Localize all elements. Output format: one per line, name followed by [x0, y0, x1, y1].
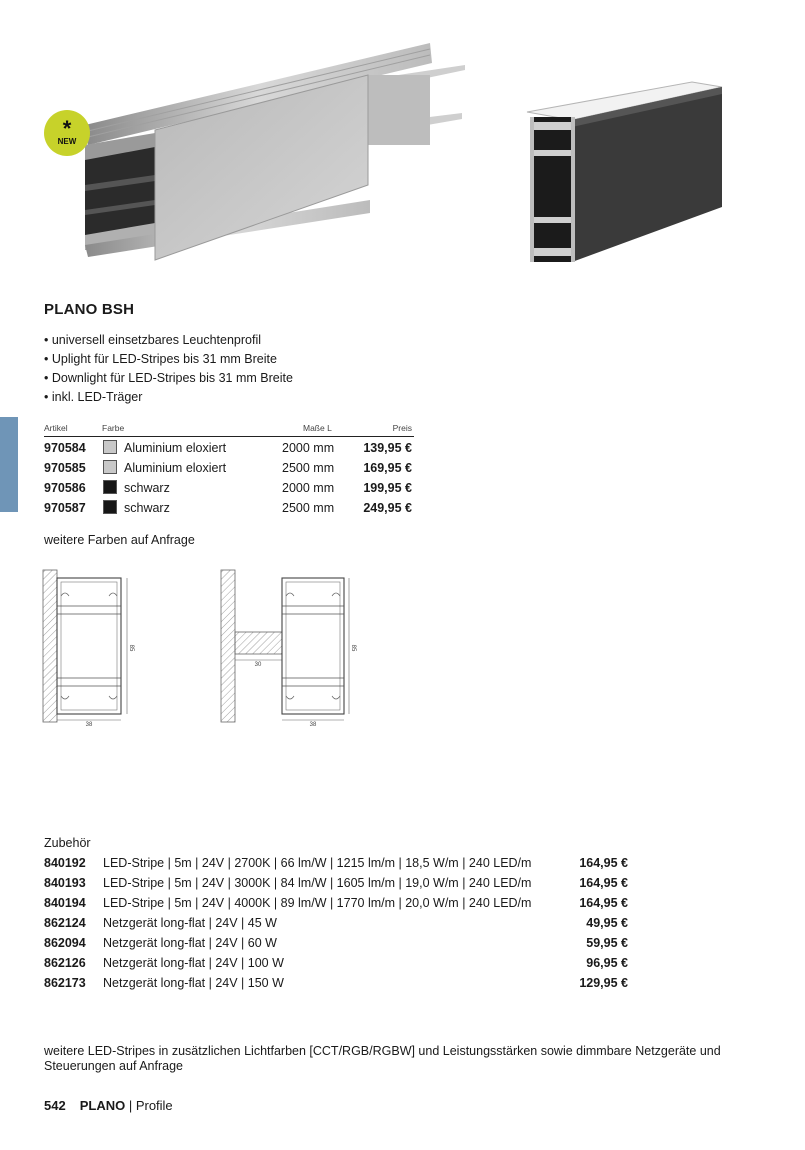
table-row: 970585 Aluminium eloxiert 2500 mm 169,95… — [44, 457, 414, 477]
length: 2500 mm — [282, 501, 335, 515]
price: 164,95 € — [579, 876, 628, 890]
footer-brand: PLANO — [79, 1098, 126, 1113]
article-number: 840194 — [44, 896, 86, 910]
article-number: 970585 — [44, 461, 86, 475]
footer-section: Profile — [135, 1098, 173, 1113]
color-swatch — [103, 500, 117, 514]
price: 169,95 € — [363, 461, 412, 475]
accessory-description: Netzgerät long-flat | 24V | 150 W — [103, 976, 284, 990]
dimension-width-label: 38 — [310, 722, 317, 728]
length: 2000 mm — [282, 441, 335, 455]
table-row: 970587 schwarz 2500 mm 249,95 € — [44, 497, 414, 517]
product-table: Artikel Farbe Maße L Preis 970584 Alumin… — [44, 421, 414, 517]
product-image-aluminium — [85, 43, 465, 261]
table-row: 862094 Netzgerät long-flat | 24V | 60 W … — [44, 933, 630, 953]
article-number: 862126 — [44, 956, 86, 970]
dimension-spacer-label: 30 — [255, 662, 262, 668]
footer-separator: | — [125, 1098, 136, 1113]
article-number: 970584 — [44, 441, 86, 455]
table-row: 840194 LED-Stripe | 5m | 24V | 4000K | 8… — [44, 893, 630, 913]
accessory-description: LED-Stripe | 5m | 24V | 2700K | 66 lm/W … — [103, 856, 532, 870]
header-masse: Maße L — [303, 423, 332, 433]
new-badge: * NEW — [44, 110, 90, 156]
feature-item: universell einsetzbares Leuchtenprofil — [44, 331, 293, 350]
header-preis: Preis — [392, 423, 412, 433]
article-number: 862173 — [44, 976, 86, 990]
product-image-black — [526, 81, 723, 262]
dimension-height-label: 85 — [350, 645, 356, 652]
dimension-height-label: 85 — [128, 645, 134, 652]
header-artikel: Artikel — [44, 423, 68, 433]
table-row: 970586 schwarz 2000 mm 199,95 € — [44, 477, 414, 497]
article-number: 840192 — [44, 856, 86, 870]
price: 249,95 € — [363, 501, 412, 515]
new-badge-label: NEW — [57, 136, 77, 146]
article-number: 970587 — [44, 501, 86, 515]
page-number: 542 — [44, 1098, 66, 1113]
color-name: schwarz — [124, 481, 170, 495]
accessory-description: LED-Stripe | 5m | 24V | 4000K | 89 lm/W … — [103, 896, 532, 910]
table-row: 840193 LED-Stripe | 5m | 24V | 3000K | 8… — [44, 873, 630, 893]
accessory-description: LED-Stripe | 5m | 24V | 3000K | 84 lm/W … — [103, 876, 532, 890]
page-footer: 542 PLANO | Profile — [44, 1098, 173, 1113]
table-row: 840192 LED-Stripe | 5m | 24V | 2700K | 6… — [44, 853, 630, 873]
price: 59,95 € — [586, 936, 628, 950]
footnote: weitere LED-Stripes in zusätzlichen Lich… — [44, 1044, 721, 1073]
color-name: Aluminium eloxiert — [124, 441, 227, 455]
table-row: 862173 Netzgerät long-flat | 24V | 150 W… — [44, 973, 630, 993]
article-number: 862124 — [44, 916, 86, 930]
accessory-description: Netzgerät long-flat | 24V | 45 W — [103, 916, 277, 930]
price: 139,95 € — [363, 441, 412, 455]
price: 96,95 € — [586, 956, 628, 970]
article-number: 840193 — [44, 876, 86, 890]
accessories-title: Zubehör — [44, 836, 91, 850]
table-row: 970584 Aluminium eloxiert 2000 mm 139,95… — [44, 437, 414, 457]
feature-item: Downlight für LED-Stripes bis 31 mm Brei… — [44, 369, 293, 388]
feature-item: inkl. LED-Träger — [44, 388, 293, 407]
feature-list: universell einsetzbares Leuchtenprofil U… — [44, 331, 293, 407]
accessories-table: 840192 LED-Stripe | 5m | 24V | 2700K | 6… — [44, 853, 630, 993]
color-swatch — [103, 460, 117, 474]
table-row: 862126 Netzgerät long-flat | 24V | 100 W… — [44, 953, 630, 973]
length: 2500 mm — [282, 461, 335, 475]
article-number: 970586 — [44, 481, 86, 495]
colors-note: weitere Farben auf Anfrage — [44, 533, 195, 547]
product-title: PLANO BSH — [44, 301, 135, 318]
dimension-width-label: 38 — [86, 722, 93, 728]
product-table-header: Artikel Farbe Maße L Preis — [44, 421, 414, 437]
color-swatch — [103, 480, 117, 494]
accessory-description: Netzgerät long-flat | 24V | 60 W — [103, 936, 277, 950]
price: 164,95 € — [579, 856, 628, 870]
technical-drawing-spacer: 30 85 38 — [220, 569, 356, 728]
accessory-description: Netzgerät long-flat | 24V | 100 W — [103, 956, 284, 970]
price: 199,95 € — [363, 481, 412, 495]
length: 2000 mm — [282, 481, 335, 495]
star-icon: * — [62, 115, 72, 141]
technical-drawing-wall: 85 38 — [42, 569, 134, 728]
color-name: Aluminium eloxiert — [124, 461, 227, 475]
color-swatch — [103, 440, 117, 454]
table-row: 862124 Netzgerät long-flat | 24V | 45 W … — [44, 913, 630, 933]
price: 49,95 € — [586, 916, 628, 930]
price: 164,95 € — [579, 896, 628, 910]
header-farbe: Farbe — [102, 423, 125, 433]
price: 129,95 € — [579, 976, 628, 990]
section-color-tab — [0, 417, 18, 512]
feature-item: Uplight für LED-Stripes bis 31 mm Breite — [44, 350, 293, 369]
article-number: 862094 — [44, 936, 86, 950]
color-name: schwarz — [124, 501, 170, 515]
